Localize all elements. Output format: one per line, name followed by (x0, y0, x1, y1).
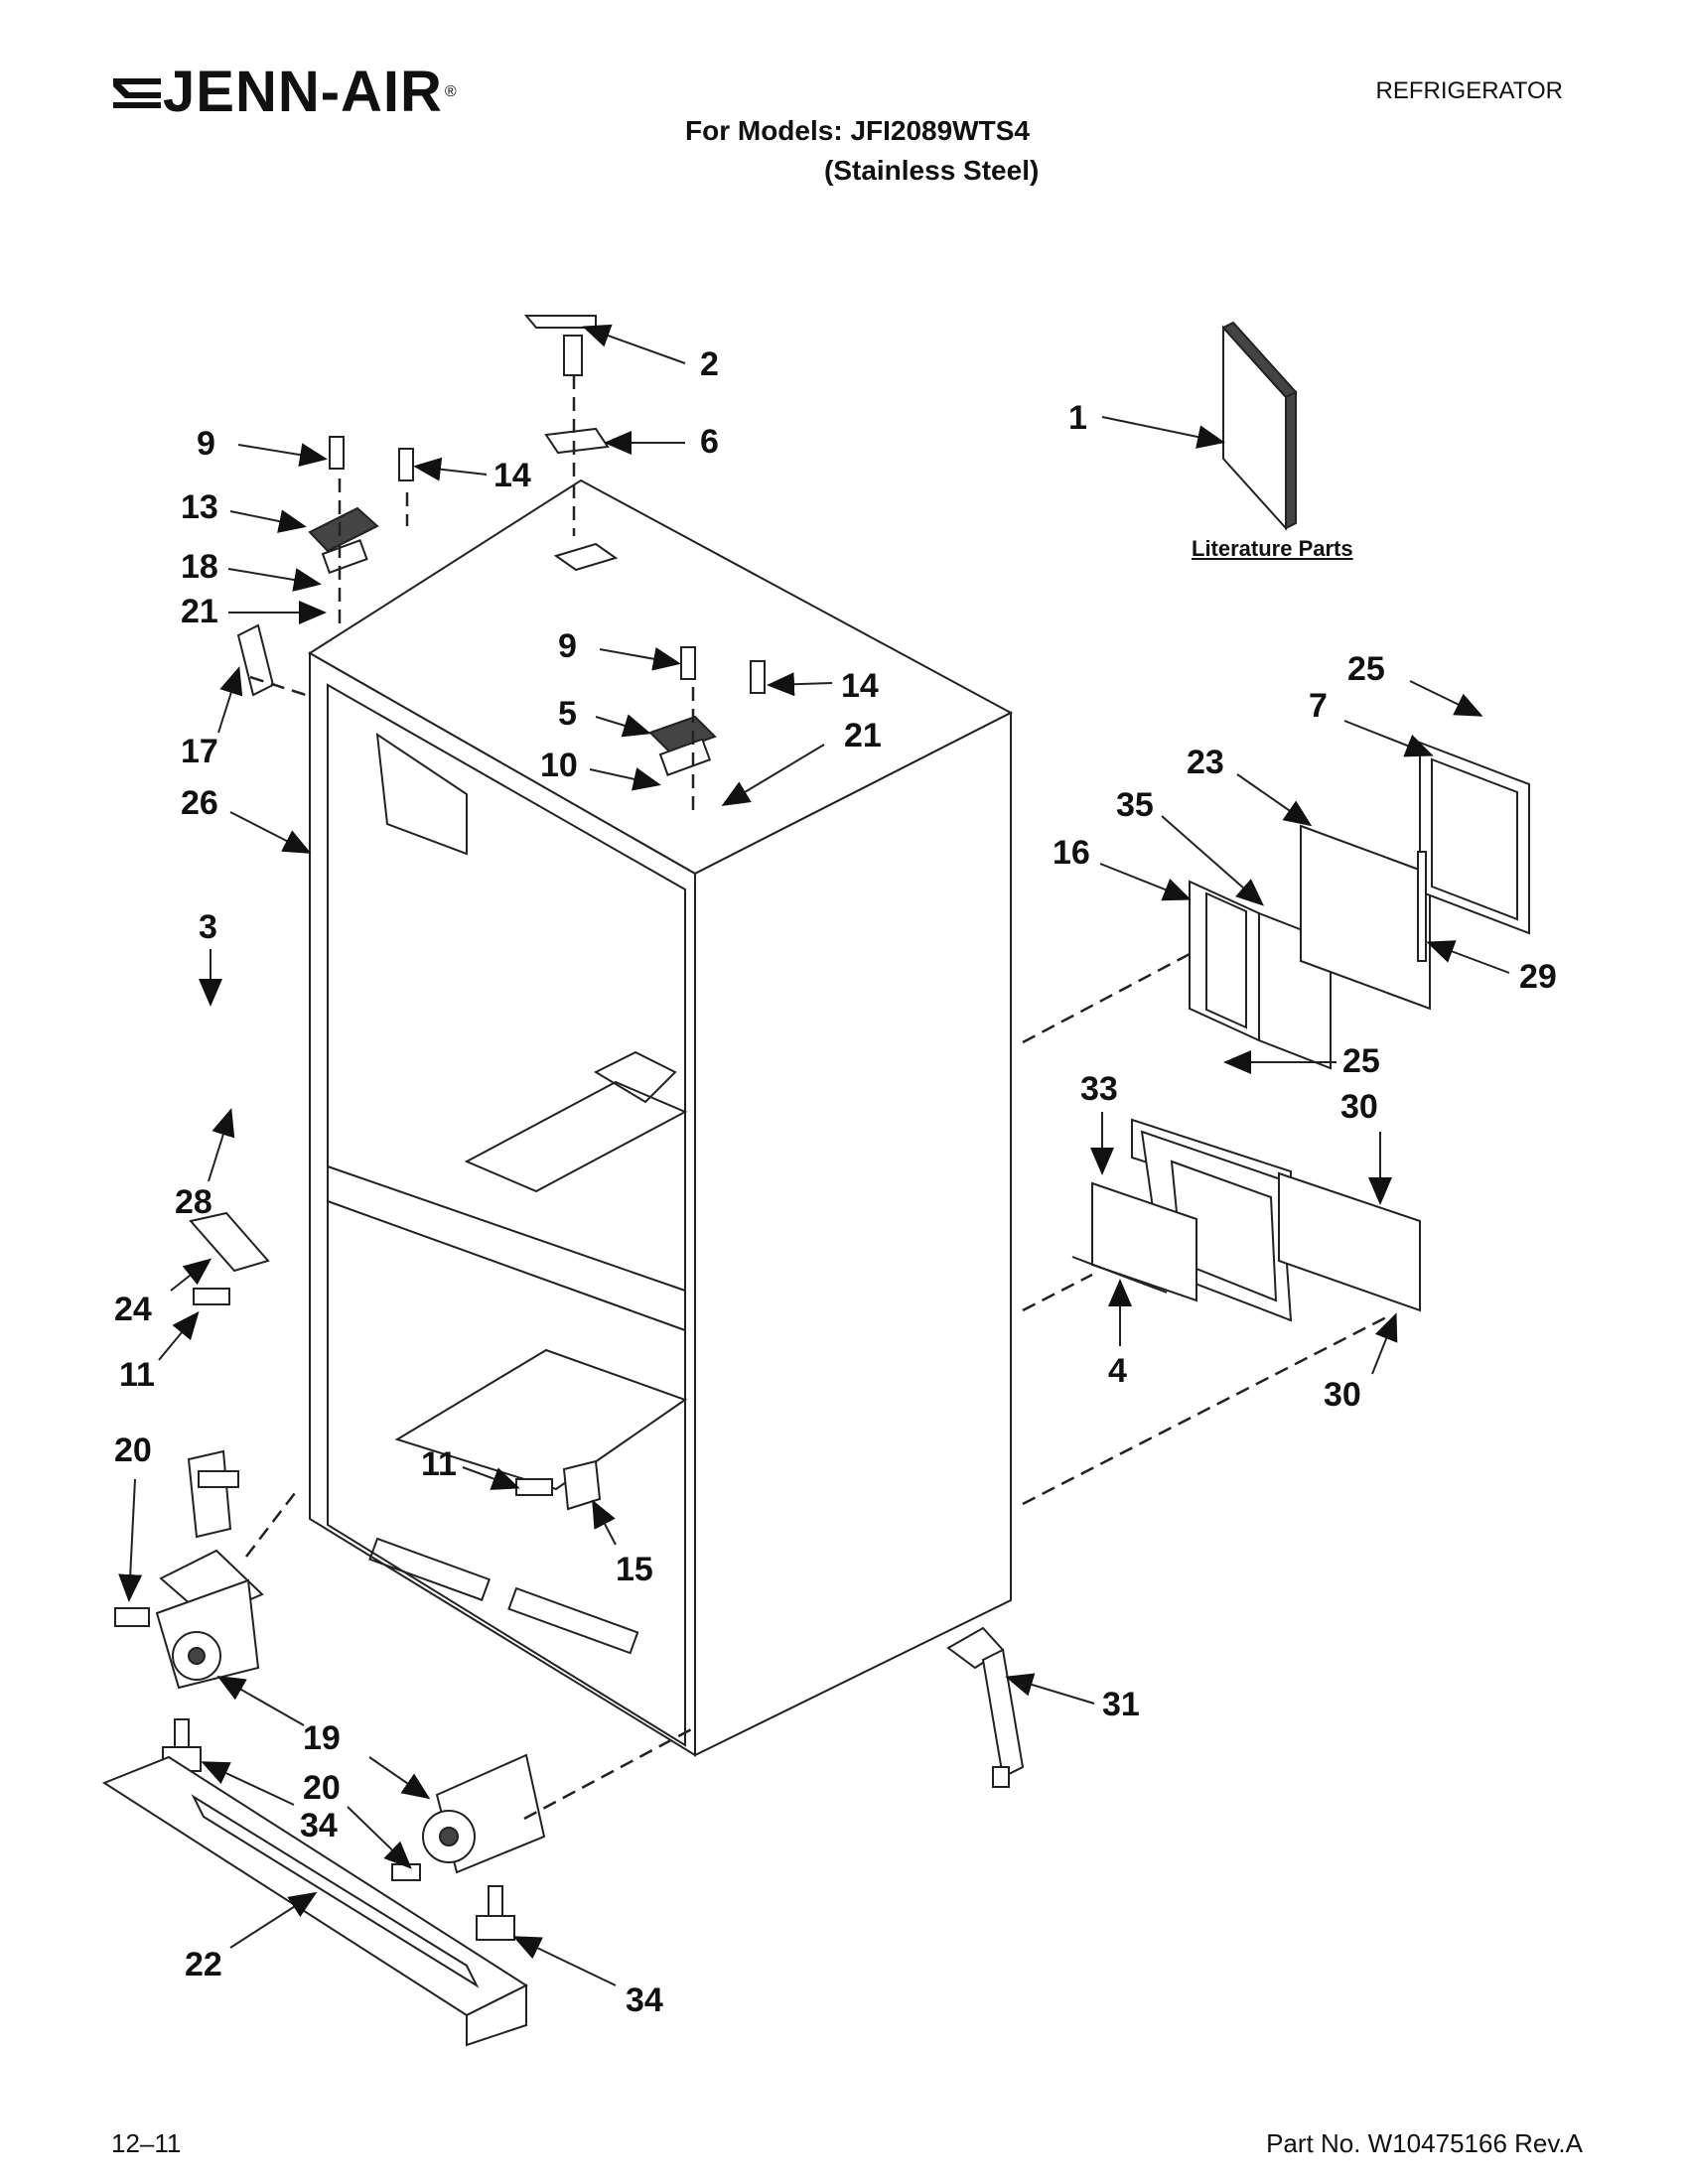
callouts: 2 6 1 9 14 13 18 21 17 26 9 14 5 10 21 2… (114, 324, 1557, 2019)
callout-7: 7 (1309, 687, 1434, 757)
svg-text:30: 30 (1324, 1376, 1361, 1414)
svg-text:20: 20 (303, 1769, 341, 1807)
callout-6: 6 (604, 423, 719, 461)
callout-5: 5 (558, 695, 651, 738)
finish-line: (Stainless Steel) (824, 155, 1040, 186)
callout-11b: 11 (421, 1445, 520, 1490)
svg-text:29: 29 (1519, 958, 1557, 996)
callout-10: 10 (540, 747, 661, 791)
callout-25: 25 (1347, 650, 1483, 717)
callout-30b: 30 (1324, 1312, 1398, 1414)
svg-text:21: 21 (181, 593, 218, 630)
svg-text:13: 13 (181, 488, 218, 526)
svg-text:22: 22 (185, 1946, 222, 1983)
callout-14: 14 (413, 457, 531, 494)
callout-30: 30 (1340, 1088, 1392, 1205)
brand-logo: JENN-AIR® (111, 64, 457, 121)
svg-text:25: 25 (1342, 1042, 1380, 1080)
svg-text:7: 7 (1309, 687, 1328, 725)
top-hinge-parts (236, 315, 766, 816)
svg-text:14: 14 (493, 457, 531, 494)
models-line: For Models: JFI2089WTS4 (685, 115, 1030, 146)
control-panels (1022, 741, 1530, 1506)
svg-text:3: 3 (199, 908, 217, 946)
callout-21: 21 (181, 593, 327, 630)
jenn-air-logo-icon (113, 78, 161, 108)
svg-text:17: 17 (181, 733, 218, 770)
callout-16: 16 (1053, 834, 1192, 901)
svg-text:16: 16 (1053, 834, 1090, 872)
callout-11: 11 (119, 1310, 200, 1394)
svg-text:9: 9 (558, 627, 577, 665)
callout-1: 1 (1068, 399, 1225, 449)
callout-19: 19 (216, 1676, 431, 1800)
svg-text:25: 25 (1347, 650, 1385, 688)
footer-part-number: Part No. W10475166 Rev.A (1266, 2128, 1583, 2158)
lower-parts (101, 1211, 1025, 2047)
svg-text:19: 19 (303, 1719, 341, 1757)
callout-9b: 9 (558, 627, 681, 671)
brand-name: JENN-AIR (163, 60, 443, 124)
footer-date: 12–11 (111, 2128, 182, 2158)
callout-34b: 34 (512, 1936, 663, 2019)
document-type: REFRIGERATOR (1375, 77, 1563, 104)
callout-25b: 25 (1223, 1042, 1380, 1080)
svg-text:28: 28 (175, 1183, 212, 1221)
refrigerator-cabinet (308, 478, 1014, 1757)
svg-text:2: 2 (700, 345, 719, 383)
callout-31: 31 (1005, 1673, 1140, 1723)
callout-18: 18 (181, 548, 322, 592)
svg-text:11: 11 (421, 1445, 457, 1483)
model-info: For Models: JFI2089WTS4 (Stainless Steel… (685, 111, 1039, 191)
callout-14b: 14 (767, 667, 879, 705)
callout-29: 29 (1426, 940, 1557, 996)
callout-24: 24 (114, 1258, 212, 1328)
svg-text:14: 14 (841, 667, 879, 705)
callout-26: 26 (181, 784, 312, 854)
svg-text:30: 30 (1340, 1088, 1378, 1126)
svg-text:26: 26 (181, 784, 218, 822)
callout-34: 34 (201, 1761, 338, 1844)
callout-35: 35 (1116, 786, 1265, 906)
svg-text:33: 33 (1080, 1070, 1118, 1108)
callout-4: 4 (1108, 1279, 1132, 1390)
svg-text:11: 11 (119, 1356, 155, 1394)
callout-28: 28 (175, 1108, 235, 1221)
svg-text:20: 20 (114, 1432, 152, 1469)
svg-text:15: 15 (616, 1551, 653, 1588)
svg-text:34: 34 (626, 1981, 663, 2019)
svg-text:18: 18 (181, 548, 218, 586)
svg-text:1: 1 (1068, 399, 1087, 437)
callout-17: 17 (181, 666, 243, 770)
callout-33: 33 (1080, 1070, 1118, 1175)
svg-text:6: 6 (700, 423, 719, 461)
literature-parts-label: Literature Parts (1192, 536, 1353, 561)
svg-text:34: 34 (300, 1807, 338, 1844)
registered-mark: ® (444, 83, 457, 100)
callout-21b: 21 (721, 717, 882, 807)
callout-20b: 20 (303, 1769, 412, 1869)
svg-text:10: 10 (540, 747, 578, 784)
svg-text:24: 24 (114, 1291, 152, 1328)
svg-text:35: 35 (1116, 786, 1154, 824)
literature-book (1221, 321, 1298, 531)
svg-text:5: 5 (558, 695, 577, 733)
callout-3: 3 (199, 908, 222, 1007)
callout-15: 15 (592, 1499, 653, 1588)
svg-text:9: 9 (197, 425, 215, 463)
callout-23: 23 (1187, 744, 1313, 827)
svg-text:21: 21 (844, 717, 882, 754)
callout-9: 9 (197, 425, 328, 467)
svg-text:4: 4 (1108, 1352, 1127, 1390)
callout-22: 22 (185, 1891, 318, 1983)
callout-2: 2 (582, 324, 719, 383)
svg-text:31: 31 (1102, 1686, 1140, 1723)
callout-13: 13 (181, 488, 307, 533)
callout-20: 20 (114, 1432, 152, 1602)
svg-text:23: 23 (1187, 744, 1224, 781)
